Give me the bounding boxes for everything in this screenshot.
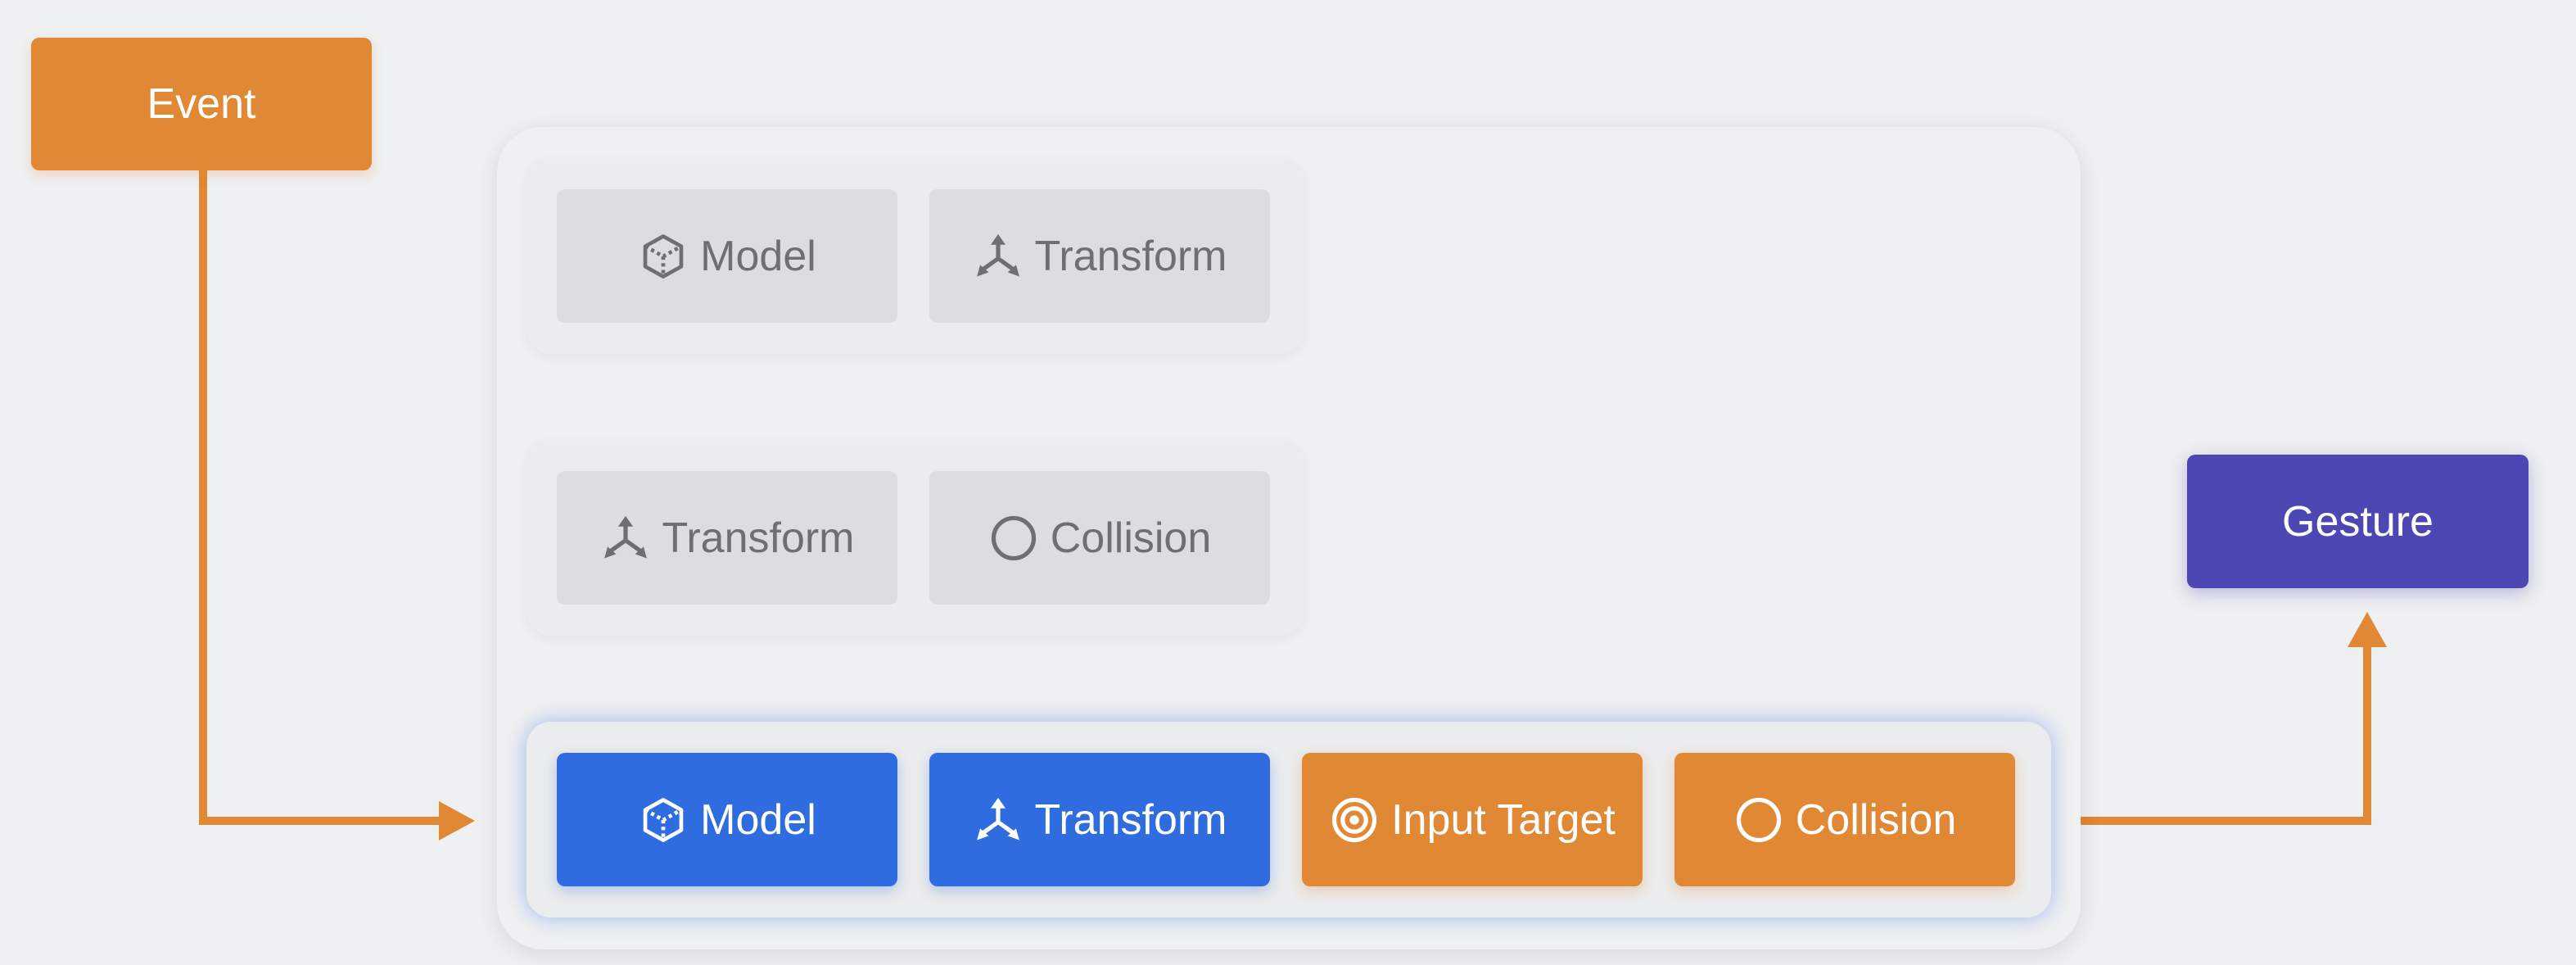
component-chip-model: Model bbox=[557, 189, 897, 323]
axes-icon bbox=[976, 233, 1019, 277]
entity-to-gesture-arrow bbox=[2081, 643, 2371, 825]
component-label: Transform bbox=[1034, 232, 1227, 280]
event-arrowhead bbox=[439, 801, 475, 840]
event-label: Event bbox=[147, 80, 256, 128]
cube-icon bbox=[643, 797, 684, 842]
gesture-label: Gesture bbox=[2282, 497, 2434, 546]
component-chip-collision: Collision bbox=[1674, 753, 2015, 886]
component-chip-transform: Transform bbox=[557, 471, 897, 605]
component-chip-transform: Transform bbox=[929, 189, 1270, 323]
component-label: Model bbox=[700, 232, 816, 280]
component-chip-input-target: Input Target bbox=[1302, 753, 1643, 886]
component-chip-collision: Collision bbox=[929, 471, 1270, 605]
target-icon bbox=[1332, 797, 1377, 842]
component-label: Model bbox=[700, 795, 816, 844]
component-label: Input Target bbox=[1391, 795, 1616, 844]
component-chip-model: Model bbox=[557, 753, 897, 886]
entity-row-3-active: Model Transform Input Target Collision bbox=[526, 722, 2051, 917]
component-label: Transform bbox=[1034, 795, 1227, 844]
component-label: Transform bbox=[662, 514, 855, 562]
entity-row-2: Transform Collision bbox=[526, 440, 1304, 636]
event-node: Event bbox=[31, 38, 372, 170]
entity-row-1: Model Transform bbox=[526, 158, 1304, 354]
component-label: Collision bbox=[1795, 795, 1957, 844]
axes-icon bbox=[976, 797, 1019, 840]
cube-icon bbox=[643, 233, 684, 279]
component-chip-transform: Transform bbox=[929, 753, 1270, 886]
axes-icon bbox=[603, 515, 647, 559]
circle-icon bbox=[1736, 797, 1781, 842]
component-label: Collision bbox=[1050, 514, 1212, 562]
gesture-node: Gesture bbox=[2187, 455, 2529, 588]
circle-icon bbox=[991, 515, 1036, 560]
event-to-entity-arrow bbox=[199, 170, 442, 825]
gesture-arrowhead bbox=[2348, 612, 2387, 647]
